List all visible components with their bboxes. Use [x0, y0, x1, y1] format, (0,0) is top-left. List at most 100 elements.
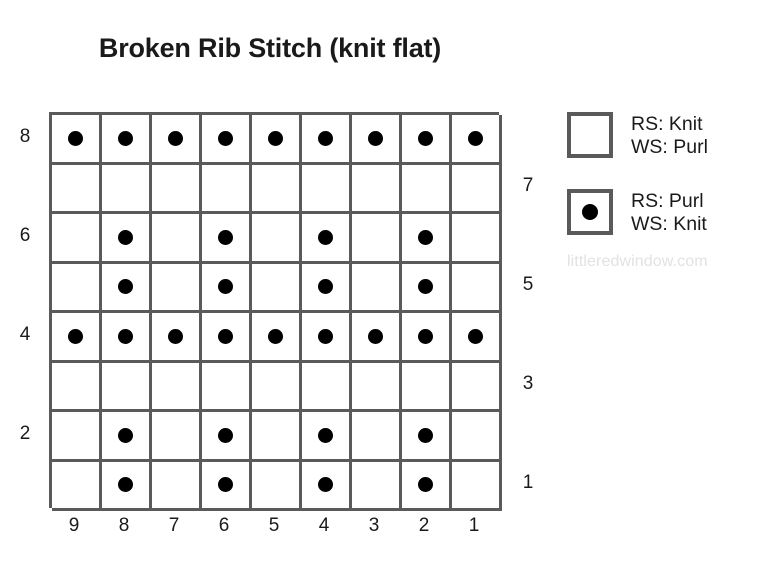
- stitch-cell-r5-c7: [152, 263, 202, 313]
- stitch-cell-r8-c6: [202, 115, 252, 165]
- stitch-cell-r6-c6: [202, 214, 252, 264]
- stitch-cell-r8-c9: [52, 115, 102, 165]
- purl-dot-icon: [118, 328, 133, 344]
- row-label-6: 6: [19, 224, 31, 246]
- stitch-cell-r4-c8: [102, 313, 152, 363]
- stitch-cell-r5-c5: [252, 263, 302, 313]
- stitch-cell-r2-c4: [302, 412, 352, 462]
- stitch-cell-r3-c5: [252, 362, 302, 412]
- legend-swatch-dot-box: [567, 189, 613, 235]
- purl-dot-icon: [468, 130, 483, 146]
- legend-item-knit: RS: Knit WS: Purl: [567, 112, 767, 159]
- row-label-3: 3: [522, 373, 534, 395]
- watermark: littleredwindow.com: [567, 253, 708, 270]
- stitch-cell-r7-c7: [152, 164, 202, 214]
- stitch-cell-r8-c5: [252, 115, 302, 165]
- purl-dot-icon: [318, 279, 333, 295]
- purl-dot-icon: [582, 204, 598, 220]
- stitch-cell-r1-c6: [202, 461, 252, 511]
- stitch-cell-r7-c4: [302, 164, 352, 214]
- stitch-cell-r8-c3: [352, 115, 402, 165]
- stitch-cell-r3-c2: [402, 362, 452, 412]
- stitch-cell-r5-c8: [102, 263, 152, 313]
- stitch-cell-r3-c3: [352, 362, 402, 412]
- purl-dot-icon: [68, 130, 83, 146]
- stitch-cell-r4-c4: [302, 313, 352, 363]
- stitch-cell-r8-c7: [152, 115, 202, 165]
- purl-dot-icon: [418, 427, 433, 443]
- row-label-8: 8: [19, 125, 31, 147]
- stitch-cell-r5-c9: [52, 263, 102, 313]
- stitch-cell-r3-c8: [102, 362, 152, 412]
- stitch-cell-r2-c5: [252, 412, 302, 462]
- purl-dot-icon: [268, 328, 283, 344]
- purl-dot-icon: [418, 328, 433, 344]
- stitch-cell-r1-c2: [402, 461, 452, 511]
- purl-dot-icon: [118, 427, 133, 443]
- purl-dot-icon: [118, 477, 133, 493]
- purl-dot-icon: [418, 477, 433, 493]
- stitch-chart: [49, 112, 502, 511]
- column-label-3: 3: [368, 515, 380, 536]
- stitch-cell-r6-c9: [52, 214, 102, 264]
- column-label-2: 2: [418, 515, 430, 536]
- stitch-cell-r7-c2: [402, 164, 452, 214]
- stitch-cell-r3-c1: [452, 362, 502, 412]
- stitch-cell-r7-c6: [202, 164, 252, 214]
- purl-dot-icon: [168, 328, 183, 344]
- stitch-cell-r2-c1: [452, 412, 502, 462]
- stitch-cell-r4-c1: [452, 313, 502, 363]
- stitch-cell-r4-c6: [202, 313, 252, 363]
- stitch-cell-r2-c6: [202, 412, 252, 462]
- purl-dot-icon: [268, 130, 283, 146]
- legend-purl-line2: WS: Knit: [631, 213, 707, 235]
- stitch-cell-r1-c7: [152, 461, 202, 511]
- row-label-1: 1: [522, 472, 534, 494]
- stitch-cell-r3-c9: [52, 362, 102, 412]
- stitch-cell-r6-c5: [252, 214, 302, 264]
- stitch-cell-r1-c9: [52, 461, 102, 511]
- column-label-5: 5: [268, 515, 280, 536]
- stitch-cell-r6-c2: [402, 214, 452, 264]
- row-label-5: 5: [522, 274, 534, 296]
- column-label-1: 1: [468, 515, 480, 536]
- stitch-cell-r3-c4: [302, 362, 352, 412]
- stitch-cell-r3-c6: [202, 362, 252, 412]
- stitch-cell-r8-c4: [302, 115, 352, 165]
- stitch-cell-r3-c7: [152, 362, 202, 412]
- stitch-cell-r8-c8: [102, 115, 152, 165]
- legend-label-purl: RS: Purl WS: Knit: [631, 189, 707, 236]
- purl-dot-icon: [218, 130, 233, 146]
- purl-dot-icon: [368, 328, 383, 344]
- stitch-cell-r5-c4: [302, 263, 352, 313]
- legend-purl-line1: RS: Purl: [631, 190, 704, 212]
- legend-knit-line1: RS: Knit: [631, 113, 703, 135]
- legend-swatch-empty-box: [567, 112, 613, 158]
- purl-dot-icon: [218, 477, 233, 493]
- stitch-cell-r1-c3: [352, 461, 402, 511]
- stitch-cell-r8-c2: [402, 115, 452, 165]
- purl-dot-icon: [118, 130, 133, 146]
- column-label-9: 9: [68, 515, 80, 536]
- purl-dot-icon: [468, 328, 483, 344]
- stitch-cell-r8-c1: [452, 115, 502, 165]
- stitch-cell-r5-c1: [452, 263, 502, 313]
- stitch-cell-r6-c3: [352, 214, 402, 264]
- row-label-7: 7: [522, 175, 534, 197]
- purl-dot-icon: [118, 229, 133, 245]
- page-title: Broken Rib Stitch (knit flat): [98, 33, 442, 63]
- legend-item-purl: RS: Purl WS: Knit: [567, 189, 767, 236]
- legend-label-knit: RS: Knit WS: Purl: [631, 112, 708, 159]
- stitch-cell-r1-c5: [252, 461, 302, 511]
- purl-dot-icon: [218, 427, 233, 443]
- stitch-cell-r6-c7: [152, 214, 202, 264]
- column-label-8: 8: [118, 515, 130, 536]
- column-label-7: 7: [168, 515, 180, 536]
- purl-dot-icon: [318, 328, 333, 344]
- stitch-cell-r5-c3: [352, 263, 402, 313]
- stitch-cell-r4-c2: [402, 313, 452, 363]
- stitch-cell-r4-c3: [352, 313, 402, 363]
- purl-dot-icon: [368, 130, 383, 146]
- purl-dot-icon: [418, 130, 433, 146]
